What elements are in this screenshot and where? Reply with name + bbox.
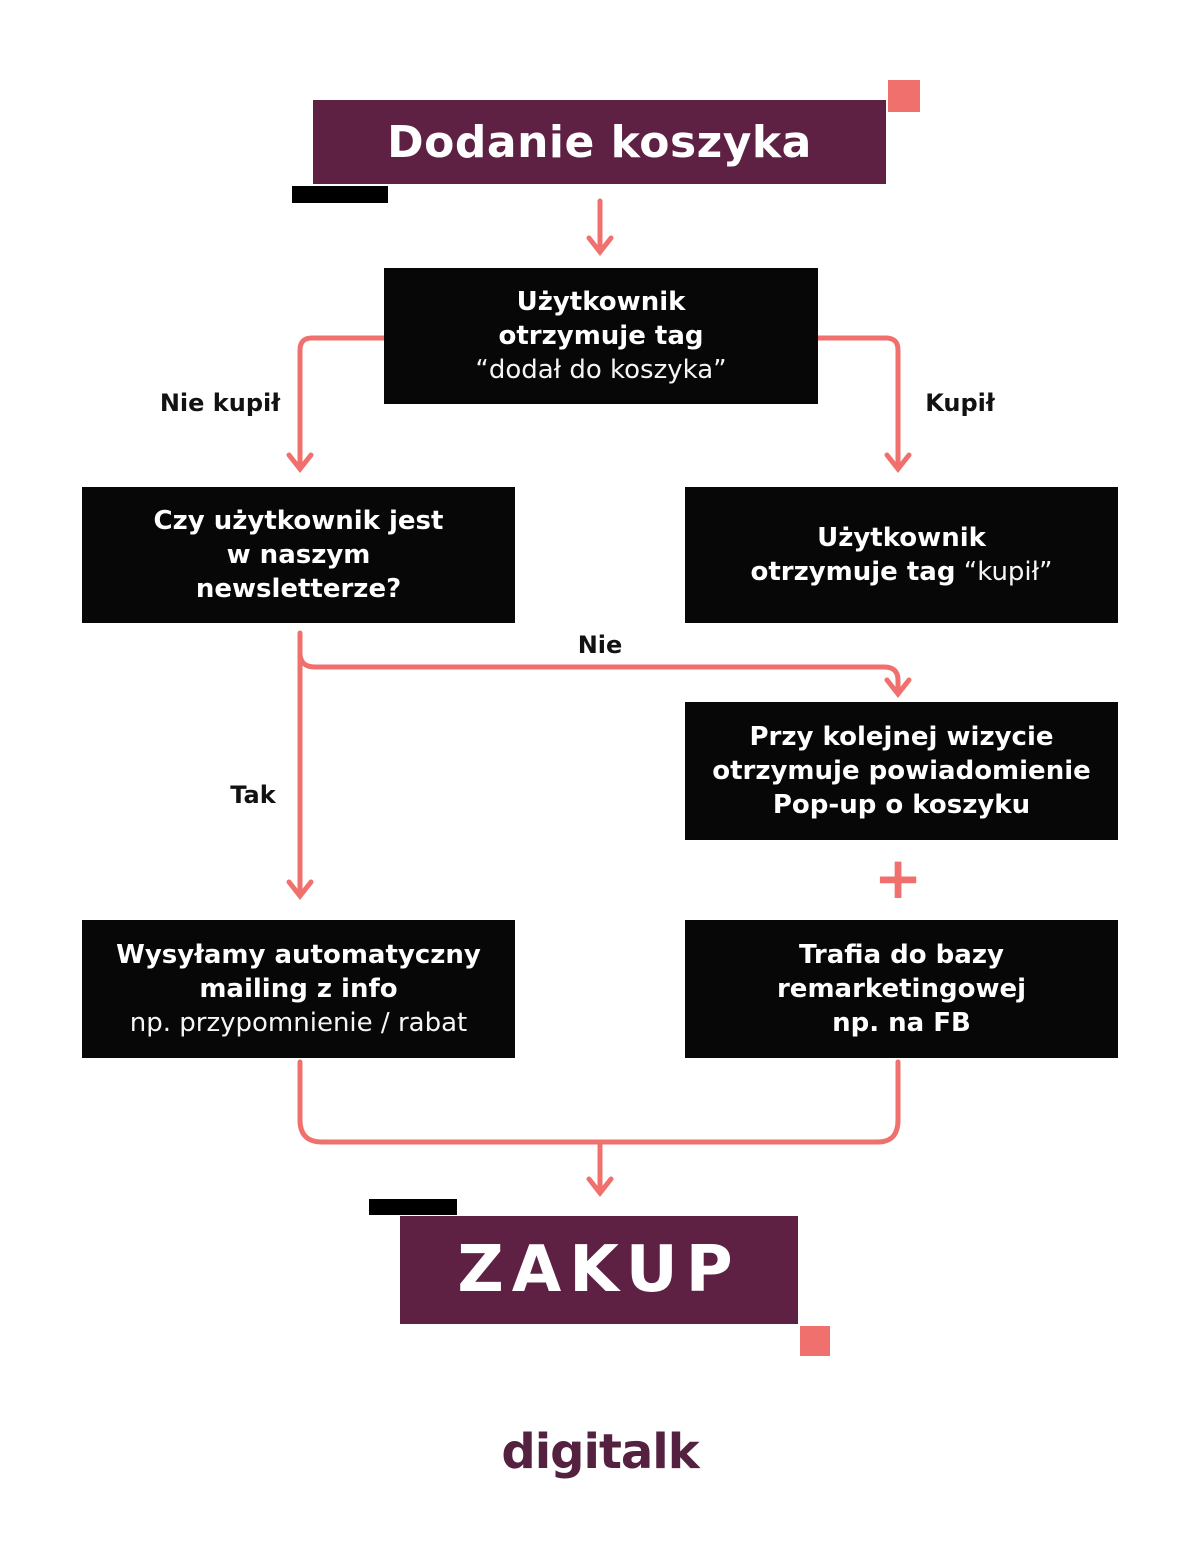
node-popup-line2: otrzymuje powiadomienie	[712, 756, 1091, 786]
node-mailing-line2: mailing z info	[199, 974, 398, 1004]
page-title-box: Dodanie koszyka	[313, 100, 886, 184]
brand-logo: digitalk	[501, 1424, 699, 1480]
node-mailing-line3: np. przypomnienie / rabat	[129, 1008, 468, 1038]
edge-kupil	[815, 335, 912, 474]
node-popup-line3: Pop-up o koszyku	[772, 790, 1031, 820]
edge-label-tak: Tak	[230, 781, 276, 809]
node-newsletter-line1: Czy użytkownik jest	[153, 506, 444, 536]
node-tag-bought: Użytkownik otrzymuje tag “kupił”	[685, 487, 1118, 623]
node-zakup-title: ZAKUP	[457, 1233, 741, 1307]
plus-icon: +	[873, 844, 923, 912]
node-tag-bought-line2-bold: otrzymuje tag	[750, 557, 956, 587]
edge-converge	[297, 1059, 901, 1145]
edge-nie	[297, 650, 912, 699]
node-newsletter-line2: w naszym	[226, 540, 371, 570]
node-remarketing-line1: Trafia do bazy	[799, 940, 1004, 970]
node-tag-added-line3: “dodał do koszyka”	[475, 355, 727, 385]
edge-label-nie-kupil: Nie kupił	[159, 389, 281, 417]
edge-label-nie: Nie	[577, 631, 623, 659]
node-popup-line1: Przy kolejnej wizycie	[749, 722, 1054, 752]
edge-label-kupil: Kupił	[925, 389, 995, 417]
node-newsletter-question: Czy użytkownik jest w naszym newsletterz…	[82, 487, 515, 623]
node-zakup: ZAKUP	[400, 1216, 798, 1324]
node-remarketing-line3: np. na FB	[832, 1008, 971, 1038]
node-tag-added: Użytkownik otrzymuje tag “dodał do koszy…	[384, 268, 818, 404]
node-tag-bought-line2: otrzymuje tag “kupił”	[750, 555, 1052, 589]
node-tag-bought-line2-light: “kupił”	[963, 557, 1053, 587]
node-newsletter-line3: newsletterze?	[195, 574, 402, 604]
accent-square-bottom	[800, 1326, 830, 1356]
node-auto-mailing: Wysyłamy automatyczny mailing z info np.…	[82, 920, 515, 1058]
edge-nie-kupil	[286, 335, 387, 474]
accent-bar-header	[292, 186, 388, 203]
node-tag-bought-line1: Użytkownik	[817, 523, 986, 553]
node-remarketing-base: Trafia do bazy remarketingowej np. na FB	[685, 920, 1118, 1058]
node-mailing-line1: Wysyłamy automatyczny	[116, 940, 481, 970]
accent-bar-zakup	[369, 1199, 457, 1215]
page-title: Dodanie koszyka	[387, 116, 812, 168]
node-popup-notification: Przy kolejnej wizycie otrzymuje powiadom…	[685, 702, 1118, 840]
node-remarketing-line2: remarketingowej	[776, 974, 1027, 1004]
node-tag-added-line2: otrzymuje tag	[498, 321, 704, 351]
node-tag-added-line1: Użytkownik	[516, 287, 686, 317]
accent-square-top	[888, 80, 920, 112]
